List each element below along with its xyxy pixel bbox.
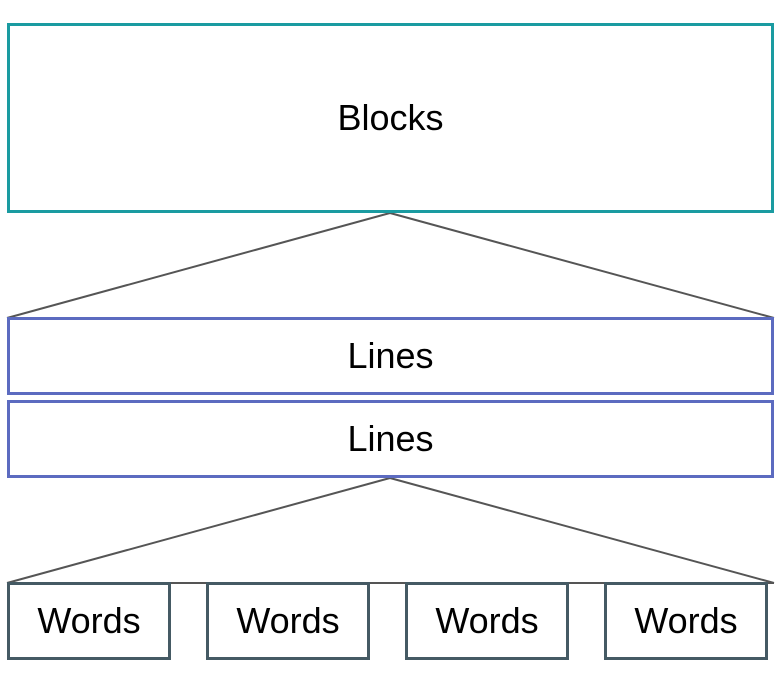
- lines-label: Lines: [347, 418, 434, 459]
- words-label: Words: [435, 600, 539, 641]
- words-label: Words: [236, 600, 340, 641]
- lines-box: Lines: [7, 317, 774, 395]
- words-label: Words: [37, 600, 141, 641]
- words-label: Words: [634, 600, 738, 641]
- connector-lines-left: [6, 477, 391, 584]
- blocks-label: Blocks: [337, 97, 444, 138]
- lines-box: Lines: [7, 400, 774, 478]
- connector-blocks-right: [389, 212, 775, 319]
- words-box: Words: [405, 582, 569, 660]
- connector-lines-right: [389, 477, 775, 584]
- words-box: Words: [206, 582, 370, 660]
- lines-label: Lines: [347, 335, 434, 376]
- words-box: Words: [604, 582, 768, 660]
- connector-blocks-left: [6, 212, 391, 319]
- blocks-box: Blocks: [7, 23, 774, 213]
- words-box: Words: [7, 582, 171, 660]
